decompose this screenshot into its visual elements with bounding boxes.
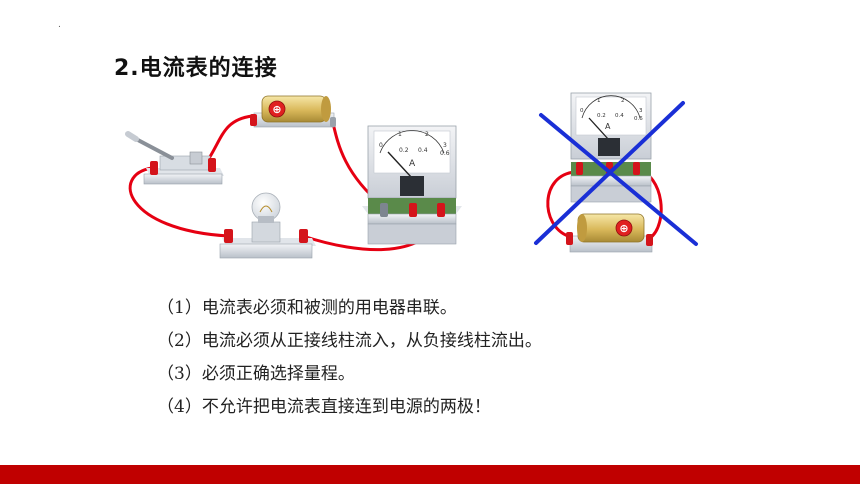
- wire-switch-to-battery: [204, 114, 254, 165]
- scale-label: 2: [621, 98, 625, 104]
- rule-item: （2）电流必须从正接线柱流入，从负接线柱流出。: [157, 331, 542, 351]
- scale-label: 3: [443, 142, 447, 149]
- left-circuit: ⊕ 0 1: [125, 95, 462, 259]
- battery-right: ⊕: [566, 213, 653, 253]
- scale-label: 0.2: [399, 147, 409, 154]
- rule-item: （3）必须正确选择量程。: [157, 364, 355, 384]
- scale-label: 0: [580, 108, 584, 114]
- lamp: [219, 192, 316, 259]
- scale-label: 2: [425, 131, 429, 138]
- scale-label: 3: [639, 108, 643, 114]
- battery-right-plus-symbol: ⊕: [619, 222, 628, 235]
- battery-plus-symbol: ⊕: [272, 103, 281, 116]
- ammeter-left-unit: A: [409, 159, 416, 169]
- scale-label: 0: [379, 142, 383, 149]
- rules-list: （1）电流表必须和被测的用电器串联。 （2）电流必须从正接线柱流入，从负接线柱流…: [157, 292, 542, 424]
- slide-title: 2.电流表的连接: [114, 56, 278, 81]
- footer-bar: [0, 465, 860, 484]
- scale-label: 0.2: [597, 113, 606, 119]
- rule-item: （4）不允许把电流表直接连到电源的两极！: [157, 397, 491, 417]
- rule-item: （1）电流表必须和被测的用电器串联。: [157, 298, 457, 318]
- scale-label: 0.6: [634, 116, 643, 122]
- top-mark: .: [58, 20, 61, 30]
- wire-switch-to-lamp: [128, 166, 230, 238]
- knife-switch: [125, 131, 224, 185]
- scale-label: 0.4: [615, 113, 624, 119]
- scale-label: 1: [597, 98, 601, 104]
- scale-label: 1: [398, 131, 402, 138]
- scale-label: 0.4: [418, 147, 428, 154]
- ammeter-left-scale: 0 1 2 3 0.2 0.4 0.6: [379, 131, 450, 157]
- ammeter-right-scale: 0 1 2 3 0.2 0.4 0.6: [580, 98, 643, 122]
- wrong-cross-mark: [534, 101, 698, 246]
- scale-label: 0.6: [440, 150, 450, 157]
- right-circuit: 0 1 2 3 0.2 0.4 0.6 A: [534, 92, 698, 253]
- ammeter-right-unit: A: [605, 122, 611, 131]
- ammeter-left: 0 1 2 3 0.2 0.4 0.6 A: [362, 125, 462, 245]
- wire-meter-to-battery-left: [546, 170, 577, 238]
- battery-left: ⊕: [250, 95, 336, 128]
